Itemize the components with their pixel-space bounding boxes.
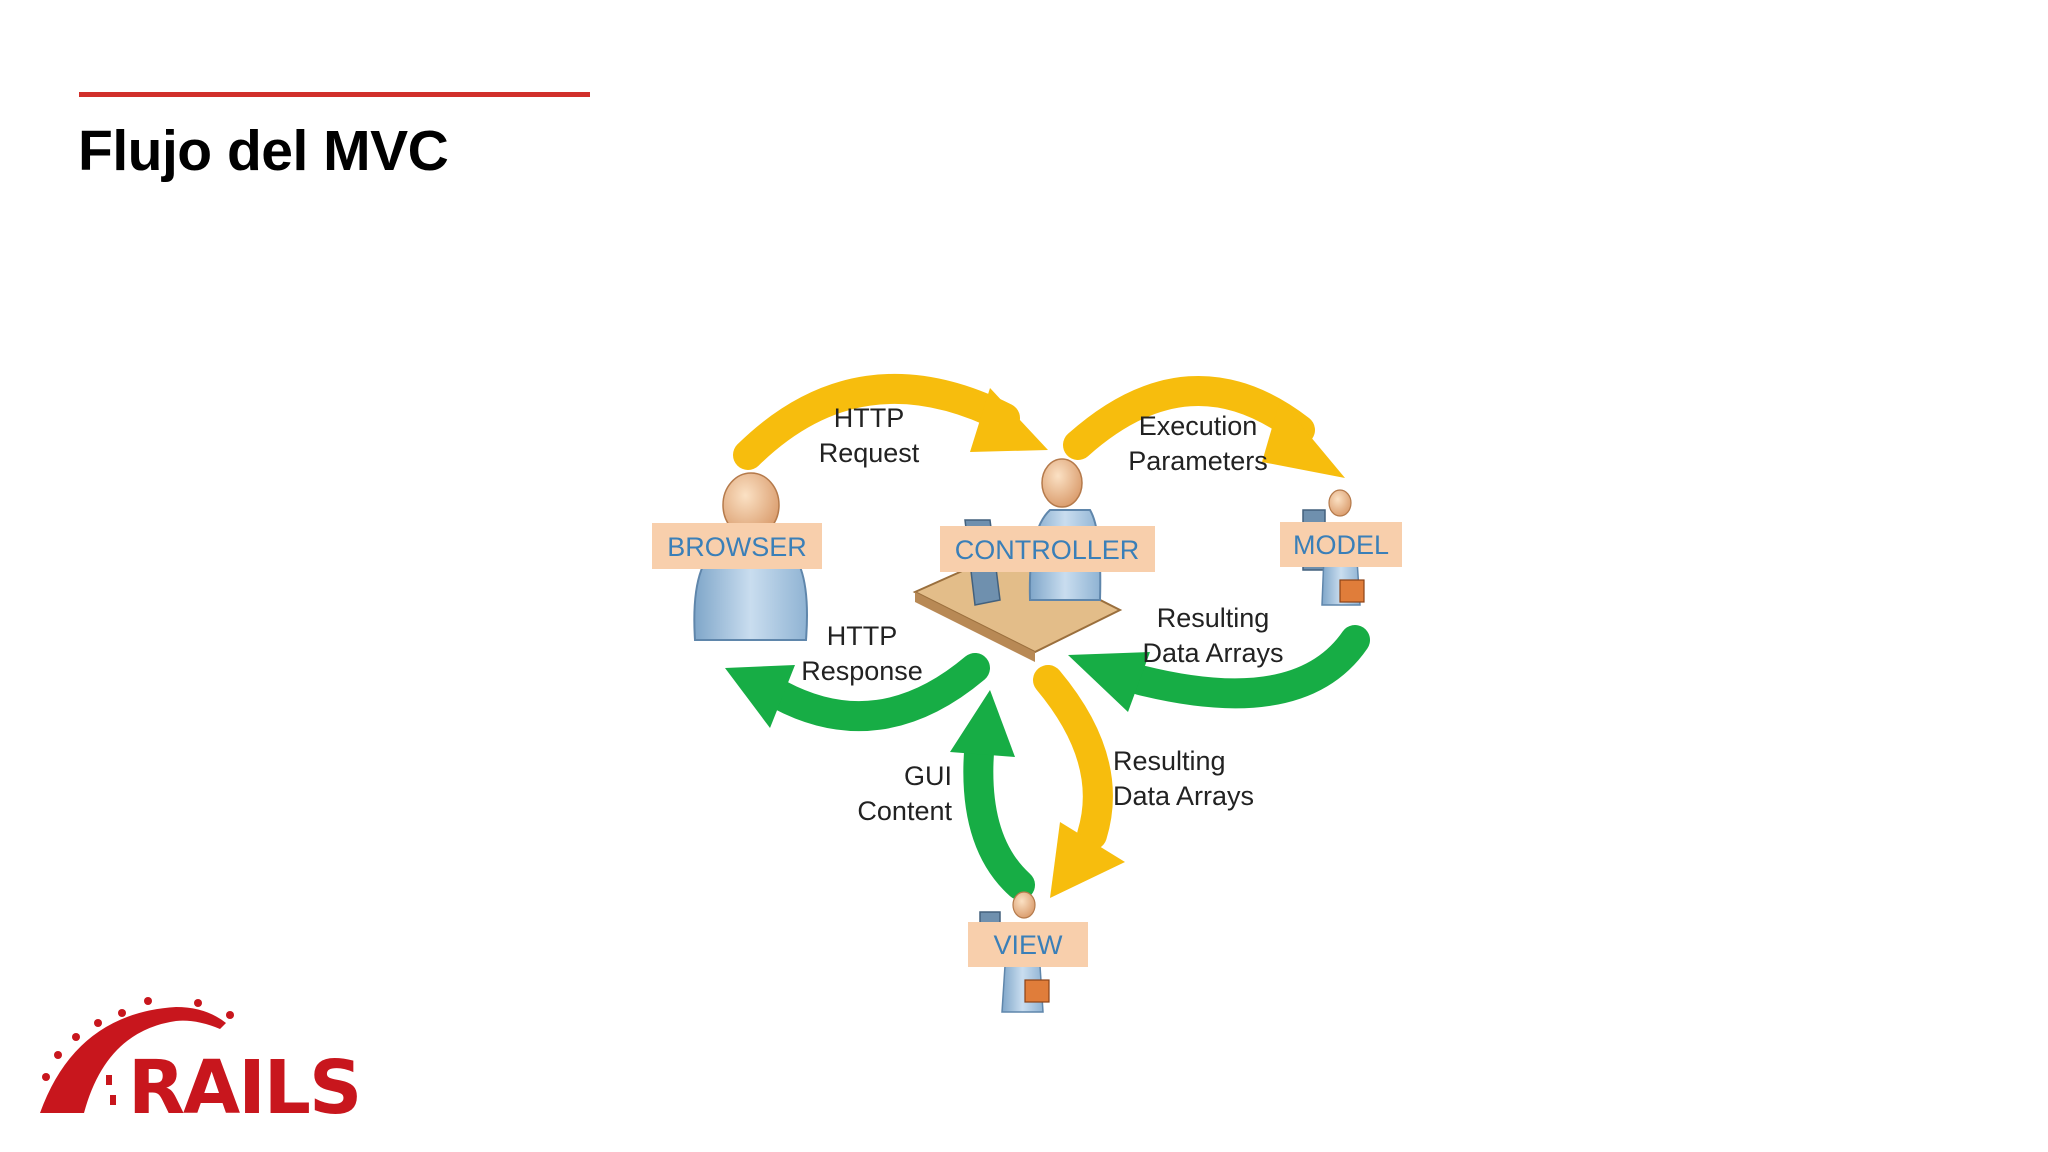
model-data-label-line2: Data Arrays xyxy=(1142,638,1283,668)
rails-logo: RAILS xyxy=(40,997,362,1120)
controller-label: CONTROLLER xyxy=(940,526,1155,572)
http-request-label-line2: Request xyxy=(819,438,920,468)
http-request-arrow xyxy=(733,373,1048,470)
gui-content-label-line2: Content xyxy=(857,796,952,826)
execution-parameters-arrow xyxy=(1063,375,1345,478)
http-response-label-line1: HTTP xyxy=(827,621,898,651)
browser-label: BROWSER xyxy=(652,523,822,569)
view-data-arrow xyxy=(1033,665,1125,898)
model-data-arrow xyxy=(1068,625,1370,712)
http-request-label-line1: HTTP xyxy=(834,403,905,433)
execution-parameters-label-line1: Execution xyxy=(1139,411,1258,441)
view-data-label-line2: Data Arrays xyxy=(1113,781,1254,811)
title-underline xyxy=(79,92,590,97)
browser-label-text: BROWSER xyxy=(667,532,807,562)
slide-title: Flujo del MVC xyxy=(78,119,449,183)
controller-label-text: CONTROLLER xyxy=(955,535,1140,565)
view-data-label-line1: Resulting xyxy=(1113,746,1226,776)
model-data-label-line1: Resulting xyxy=(1157,603,1270,633)
execution-parameters-label-line2: Parameters xyxy=(1128,446,1268,476)
rails-logo-text: RAILS xyxy=(128,1045,360,1120)
gui-content-label-line1: GUI xyxy=(904,761,952,791)
model-label: MODEL xyxy=(1280,522,1402,567)
http-response-label-line2: Response xyxy=(801,656,923,686)
view-label: VIEW xyxy=(968,922,1088,967)
gui-content-arrow xyxy=(950,690,1035,900)
model-label-text: MODEL xyxy=(1293,530,1389,560)
view-label-text: VIEW xyxy=(993,930,1063,960)
http-response-arrow xyxy=(725,653,990,732)
